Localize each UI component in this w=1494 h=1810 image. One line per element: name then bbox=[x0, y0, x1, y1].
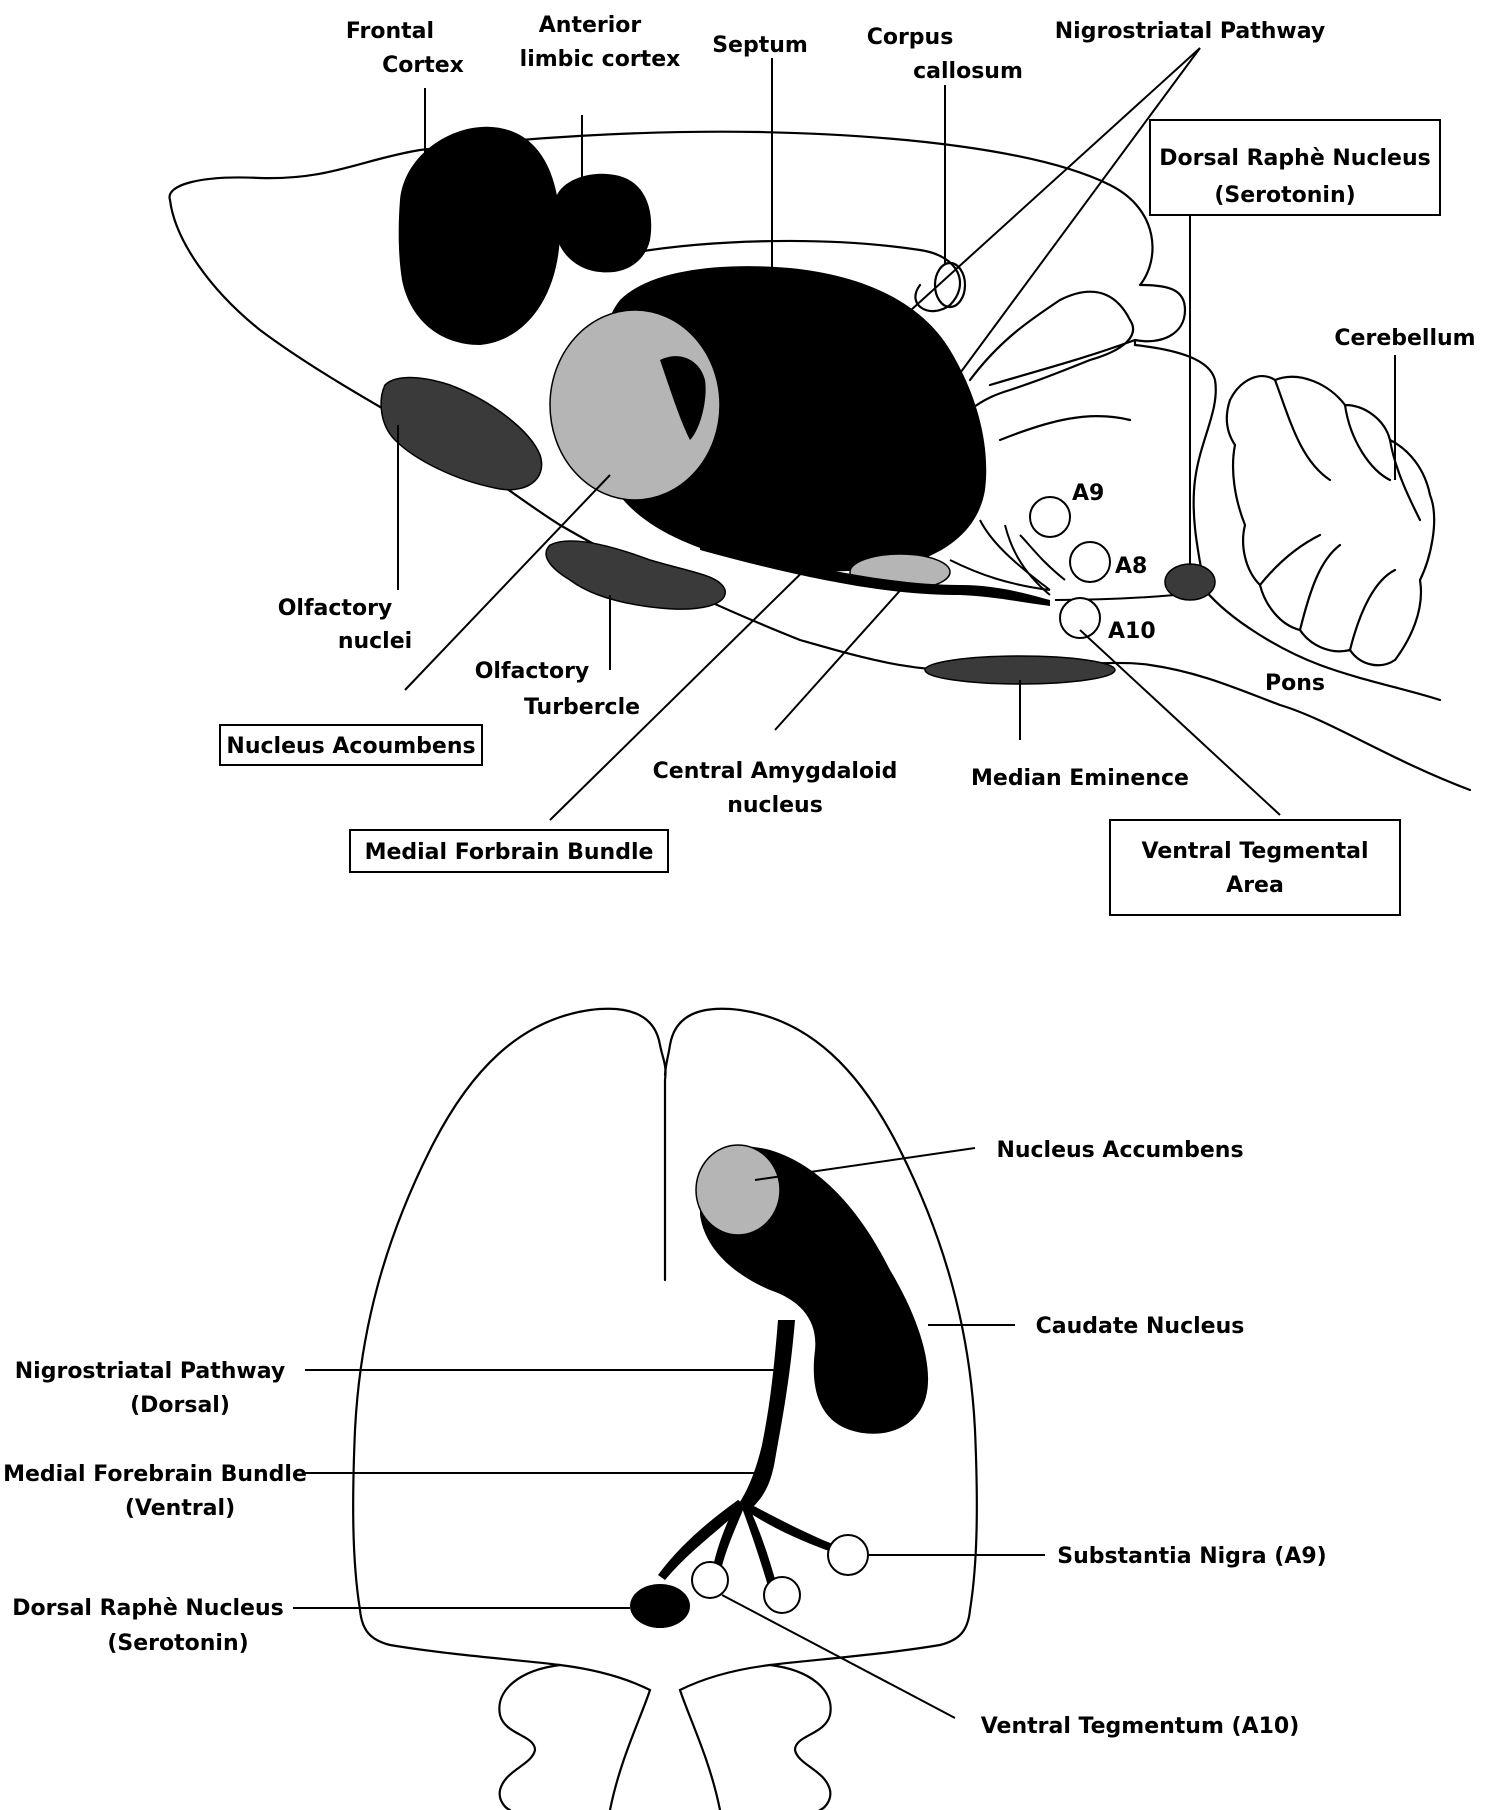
label-h-ventral-tegmentum: Ventral Tegmentum (A10) bbox=[981, 1714, 1300, 1739]
cerebellum-shape bbox=[1227, 376, 1434, 665]
label-h-caudate: Caudate Nucleus bbox=[1036, 1314, 1245, 1339]
midline-fissure bbox=[660, 1045, 666, 1280]
label-dorsal-raphe-2: (Serotonin) bbox=[1214, 183, 1355, 208]
label-a10: A10 bbox=[1108, 619, 1156, 644]
label-h-mfb-2: (Ventral) bbox=[125, 1496, 235, 1521]
sagittal-thalamus-outline bbox=[970, 292, 1133, 410]
label-anterior-limbic-1: Anterior bbox=[539, 13, 642, 38]
label-h-nigrostriatal-2: (Dorsal) bbox=[130, 1393, 230, 1418]
a8-cell-group bbox=[1070, 542, 1110, 582]
cerebellar-lobe-left bbox=[499, 1665, 560, 1810]
label-anterior-limbic-2: limbic cortex bbox=[520, 47, 681, 72]
leader-h-ventral-tegmentum bbox=[722, 1595, 955, 1718]
label-h-dorsal-raphe-1: Dorsal Raphè Nucleus bbox=[12, 1596, 283, 1621]
label-olfactory-nuclei-1: Olfactory bbox=[278, 596, 393, 621]
substantia-nigra-cell bbox=[828, 1535, 868, 1575]
label-medial-forebrain: Medial Forbrain Bundle bbox=[365, 840, 654, 865]
label-a8: A8 bbox=[1115, 554, 1147, 579]
a10-cell-group bbox=[1060, 598, 1100, 638]
median-eminence-region bbox=[925, 656, 1115, 684]
label-pons: Pons bbox=[1265, 671, 1325, 696]
vta-box bbox=[1110, 820, 1400, 915]
label-corpus-callosum-1: Corpus bbox=[867, 25, 954, 50]
nigrostriatal-trunk bbox=[738, 1320, 795, 1510]
label-median-eminence: Median Eminence bbox=[971, 766, 1189, 791]
label-dorsal-raphe-1: Dorsal Raphè Nucleus bbox=[1159, 146, 1430, 171]
midline-fissure-right bbox=[665, 1045, 670, 1075]
label-cerebellum: Cerebellum bbox=[1334, 326, 1475, 351]
label-h-nigrostriatal-1: Nigrostriatal Pathway bbox=[15, 1359, 285, 1384]
label-vta-1: Ventral Tegmental bbox=[1142, 839, 1369, 864]
label-olfactory-tubercle-1: Olfactory bbox=[475, 659, 590, 684]
label-a9: A9 bbox=[1072, 481, 1104, 506]
dorsal-raphe-region bbox=[1165, 564, 1215, 600]
horizontal-dorsal-raphe bbox=[630, 1584, 690, 1628]
horizontal-brain-outline bbox=[353, 1009, 660, 1690]
anterior-limbic-region bbox=[555, 174, 651, 273]
label-h-nucleus-accumbens: Nucleus Accumbens bbox=[996, 1138, 1243, 1163]
cerebellar-lobe-right bbox=[770, 1665, 831, 1810]
label-vta-2: Area bbox=[1226, 873, 1284, 898]
label-frontal-cortex-1: Frontal bbox=[346, 19, 434, 44]
horizontal-nucleus-accumbens bbox=[696, 1145, 780, 1235]
label-central-amygdaloid-1: Central Amygdaloid bbox=[653, 759, 898, 784]
sagittal-view: Frontal Cortex Anterior limbic cortex Se… bbox=[170, 13, 1476, 915]
frontal-cortex-region bbox=[399, 127, 560, 345]
label-septum: Septum bbox=[712, 33, 808, 58]
sagittal-midbrain-outline bbox=[1000, 416, 1130, 440]
label-frontal-cortex-2: Cortex bbox=[382, 53, 464, 78]
label-nucleus-accumbens: Nucleus Acoumbens bbox=[226, 734, 475, 759]
olfactory-tubercle-region bbox=[546, 541, 725, 609]
a-cell-lower bbox=[764, 1577, 800, 1613]
a9-cell-group bbox=[1030, 497, 1070, 537]
label-nigrostriatal: Nigrostriatal Pathway bbox=[1055, 19, 1325, 44]
horizontal-view: Nucleus Accumbens Caudate Nucleus Nigros… bbox=[3, 1009, 1327, 1810]
brainstem-left bbox=[610, 1690, 650, 1810]
label-h-mfb-1: Medial Forebrain Bundle bbox=[3, 1462, 307, 1487]
label-central-amygdaloid-2: nucleus bbox=[727, 793, 823, 818]
label-corpus-callosum-2: callosum bbox=[913, 59, 1023, 84]
brainstem-right bbox=[680, 1690, 720, 1810]
olfactory-nuclei-region bbox=[381, 378, 541, 490]
label-h-dorsal-raphe-2: (Serotonin) bbox=[107, 1631, 248, 1656]
label-olfactory-nuclei-2: nuclei bbox=[338, 629, 412, 654]
label-olfactory-tubercle-2: Turbercle bbox=[524, 695, 640, 720]
label-h-substantia-nigra: Substantia Nigra (A9) bbox=[1057, 1544, 1326, 1569]
ventral-tegmentum-cell bbox=[692, 1562, 728, 1598]
leader-central-amygdaloid bbox=[775, 585, 905, 730]
